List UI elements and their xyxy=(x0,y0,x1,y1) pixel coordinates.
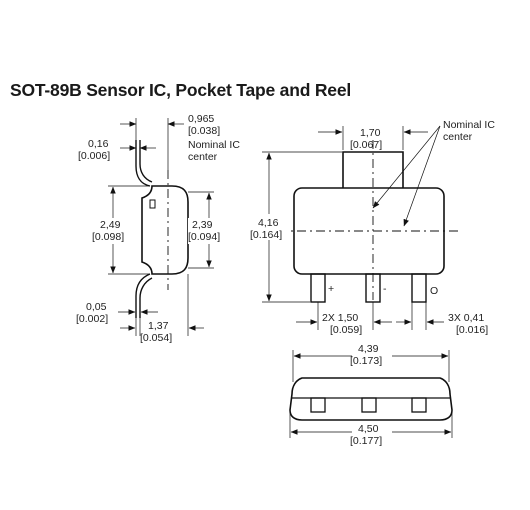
side-view: 0,965 [0.038] Nominal IC center 0,16 [0.… xyxy=(76,113,240,344)
top-dim-tab-width-mm: 1,70 xyxy=(360,127,381,139)
top-note-line2: center xyxy=(443,131,473,143)
bottom-dim-top-width-mm: 4,39 xyxy=(358,343,379,355)
top-dim-pitch-inch: [0.059] xyxy=(330,324,362,336)
side-dim-bottom-width-inch: [0.054] xyxy=(140,332,172,344)
bottom-view-lead-center xyxy=(361,397,377,413)
pin-mark-minus: - xyxy=(383,283,387,295)
side-dim-left-height-inch: [0.098] xyxy=(92,231,124,243)
bottom-view: 4,39 [0.173] 4,50 [0.177] xyxy=(289,343,453,448)
top-dim-tab-width-inch: [0.067] xyxy=(350,139,382,151)
pin-mark-out: O xyxy=(430,285,438,297)
top-dim-lead-width-mm: 3X 0,41 xyxy=(448,312,484,324)
side-dim-right-height-mm: 2,39 xyxy=(192,219,213,231)
bottom-dim-bottom-width-inch: [0.177] xyxy=(350,435,382,447)
top-view-lead-left xyxy=(310,273,326,303)
top-view-lead-right xyxy=(411,273,427,303)
side-view-top-lead xyxy=(135,140,153,187)
side-dim-left-height-mm: 2,49 xyxy=(100,219,121,231)
bottom-dim-top-width-inch: [0.173] xyxy=(350,355,382,367)
bottom-dim-bottom-width-mm: 4,50 xyxy=(358,423,379,435)
top-dim-height-mm: 4,16 xyxy=(258,217,279,229)
top-dim-height-inch: [0.164] xyxy=(250,229,282,241)
top-dim-pitch-mm: 2X 1,50 xyxy=(322,312,358,324)
side-view-body xyxy=(141,185,189,275)
side-dim-standoff-inch: [0.002] xyxy=(76,313,108,325)
side-note-line2: center xyxy=(188,151,218,163)
bottom-view-lead-right xyxy=(411,397,427,413)
side-dim-standoff-mm: 0,05 xyxy=(86,301,107,313)
side-view-notch xyxy=(149,199,156,209)
side-note-line1: Nominal IC xyxy=(188,139,240,151)
side-dim-right-height-inch: [0.094] xyxy=(188,231,220,243)
bottom-view-body xyxy=(289,377,453,421)
side-dim-bottom-width-mm: 1,37 xyxy=(148,320,169,332)
top-note-line1: Nominal IC xyxy=(443,119,495,131)
diagram-title: SOT-89B Sensor IC, Pocket Tape and Reel xyxy=(10,80,352,100)
side-dim-lead-thickness-mm: 0,16 xyxy=(88,138,109,150)
side-view-bottom-lead xyxy=(135,273,153,318)
side-dim-top-width-mm: 0,965 xyxy=(188,113,214,125)
top-view-tab xyxy=(342,151,404,188)
side-dim-lead-thickness-inch: [0.006] xyxy=(78,150,110,162)
pin-mark-plus: + xyxy=(328,283,334,295)
top-view: Nominal IC center 1,70 [0.067] 4,16 [0.1… xyxy=(248,119,495,336)
bottom-view-lead-left xyxy=(310,397,326,413)
top-dim-lead-width-inch: [0.016] xyxy=(456,324,488,336)
side-dim-top-width-inch: [0.038] xyxy=(188,125,220,137)
